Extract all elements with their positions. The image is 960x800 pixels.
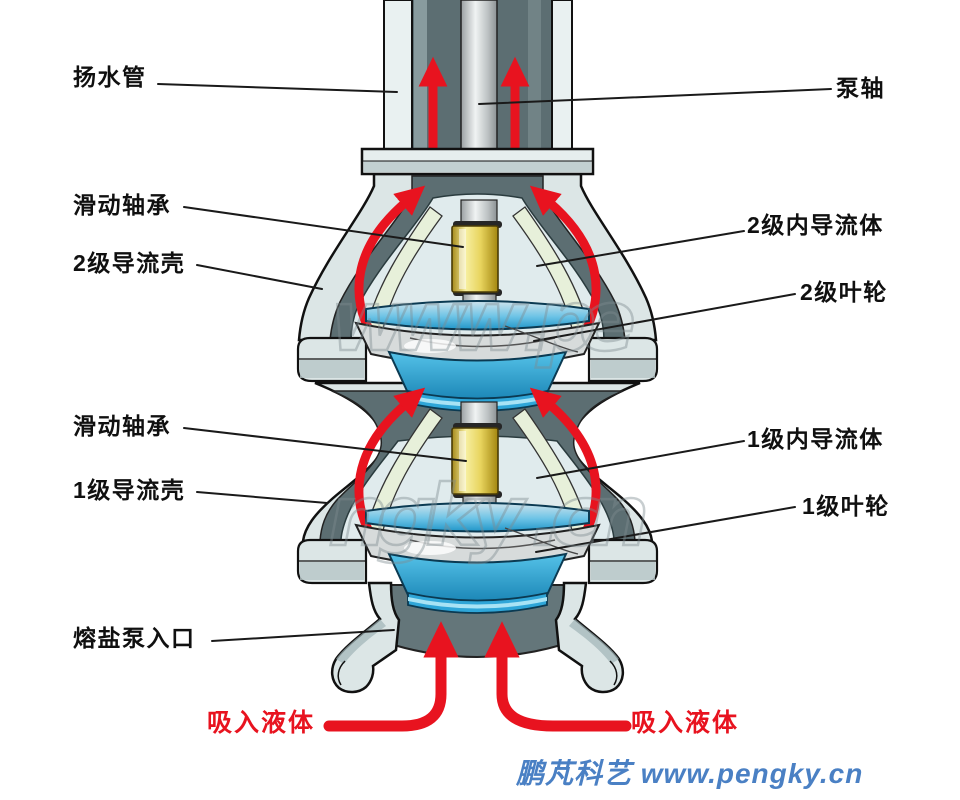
label-stage2-diffuser-shell: 2级导流壳	[73, 250, 186, 276]
label-pump-inlet: 熔盐泵入口	[73, 625, 196, 651]
label-suction-right: 吸入液体	[631, 709, 740, 737]
riser-pipe-flange	[360, 147, 595, 176]
stage1-joint-ring	[296, 538, 659, 585]
label-sliding-bearing-lower: 滑动轴承	[73, 413, 171, 439]
suction-flow-arrows	[323, 621, 632, 732]
stage2-joint-ring	[296, 336, 659, 383]
site-credit-watermark: 鹏芃科艺 www.pengky.cn	[516, 758, 864, 789]
label-sliding-bearing-upper: 滑动轴承	[73, 192, 171, 218]
watermark-row1: www .pe	[330, 272, 640, 370]
label-stage1-diffuser-shell: 1级导流壳	[73, 477, 186, 503]
watermark-row2: ngky .cn	[328, 467, 653, 565]
label-stage1-impeller: 1级叶轮	[802, 493, 890, 519]
leader-lines	[157, 83, 832, 642]
label-stage2-inner-diffuser: 2级内导流体	[747, 212, 884, 238]
center-watermark: www .pe ngky .cn	[327, 271, 653, 567]
label-stage2-impeller: 2级叶轮	[800, 279, 888, 305]
label-riser-pipe: 扬水管	[73, 64, 147, 90]
label-stage1-inner-diffuser: 1级内导流体	[747, 426, 884, 452]
label-pump-shaft: 泵轴	[836, 75, 885, 101]
label-suction-left: 吸入液体	[207, 709, 316, 737]
